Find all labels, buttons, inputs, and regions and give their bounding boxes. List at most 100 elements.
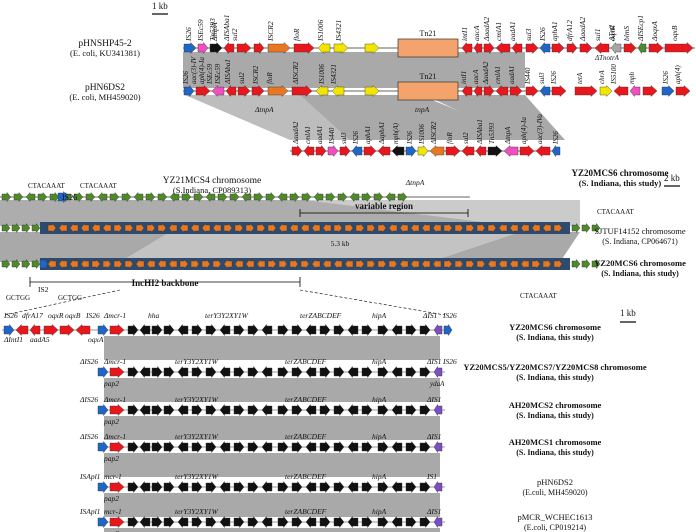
gene-label: terZABCDEF [285,432,327,441]
gene-arrow [322,258,332,270]
gene-label: floR [446,132,454,144]
gene-arrow [109,191,120,203]
track-source: (S. Indiana, this study) [516,448,594,457]
gene-arrow [664,42,694,54]
gene-label: oqxB [670,25,679,41]
gene-label: sul3 [524,28,533,41]
top-panel: 1 kb Tn21 Tn21 pHNSHP45-2 (E. coli, KU34… [69,1,695,188]
gene-arrow [363,145,377,157]
gene-arrow [21,258,31,270]
gene-label: sul2 [238,72,246,84]
gene-label: tnpA [415,105,430,114]
gene-arrow [443,222,453,234]
gene-arrow [443,323,453,337]
tn21-box [397,38,459,58]
gene-arrow [261,403,273,417]
gene-arrow [157,222,167,234]
gene-arrow [163,440,175,454]
gene-arrow [205,515,217,529]
gene-arrow [21,222,31,234]
track2-genes [183,84,691,98]
gene-label: ΔIS1 [426,395,441,404]
gene-arrow [476,258,486,270]
gene-arrow [377,365,389,379]
gene-label: floR [266,72,274,84]
gene-arrow [47,222,57,234]
gene-arrow [443,258,453,270]
gene-arrow [377,145,391,157]
homology-block [0,200,515,226]
gene-arrow [511,41,523,55]
gene-label: cmlA1 [494,66,502,84]
gene-arrow [163,403,175,417]
gene-label: aph(4)-Ia [520,117,528,144]
gene-arrow [333,480,345,494]
gene-arrow [219,365,231,379]
gene-arrow [151,403,163,417]
gene-arrow [361,440,373,454]
gene-arrow [217,191,228,203]
gene-arrow [109,516,125,528]
gene-label: hipA [372,507,387,516]
gene-arrow [333,515,345,529]
gene-arrow [181,191,192,203]
gene-arrow [623,42,637,54]
gene-arrow [127,365,139,379]
track-name: pHN6DS2 [537,477,573,487]
gene-label: aadA1 [316,126,324,144]
gene-arrow [261,440,273,454]
gene-arrow [319,480,331,494]
gene-arrow [127,403,139,417]
gene-arrow [591,222,601,234]
gene-arrow [432,258,442,270]
gene-arrow [487,145,503,157]
gene-arrow [124,258,134,270]
gene-arrow [195,85,211,97]
gene-arrow [317,42,331,54]
gene-arrow [461,84,473,98]
gene-arrow [183,42,197,54]
gene-arrow [163,323,175,337]
gene-arrow [291,515,303,529]
gene-arrow [347,365,359,379]
motif-label: CTACAAAT [28,182,65,190]
gene-arrow [300,222,310,234]
gene-arrow [29,323,41,337]
gene-label: ΔISAba1 [222,15,231,42]
gene-label: chrA [598,70,606,84]
gene-arrow [498,222,508,234]
gene-arrow [579,42,593,54]
gene-arrow [277,323,289,337]
gene-label: ΔtnpA [504,126,512,145]
gene-arrow [361,323,373,337]
gene-arrow [347,440,359,454]
gene-arrow [311,258,321,270]
gene-arrow [305,480,317,494]
gene-arrow [361,480,373,494]
gene-arrow [219,440,231,454]
gene-arrow [519,145,535,157]
gene-arrow [127,323,139,337]
gene-arrow [233,365,245,379]
gene-label: ΔTn2 [607,25,616,42]
gene-arrow [113,222,123,234]
track-name: YZ21MCS4 chromosome [163,176,261,186]
gene-label: aadA1 [508,21,517,41]
gene-arrow [361,403,373,417]
gene-arrow [1,191,12,203]
gene-label: ΔISCR2 [292,61,300,85]
gene-arrow [267,85,289,97]
gene-arrow [581,222,591,234]
gene-arrow [233,323,245,337]
gene-arrow [410,258,420,270]
guide-line [299,289,446,316]
gene-arrow [333,440,345,454]
variable-region-label: variable region [355,201,413,211]
gene-arrow [377,222,387,234]
gene-arrow [97,365,109,379]
gene-label: IS4321 [334,20,343,42]
gene-label: aph(4) [674,65,682,84]
gene-arrow [223,41,235,55]
